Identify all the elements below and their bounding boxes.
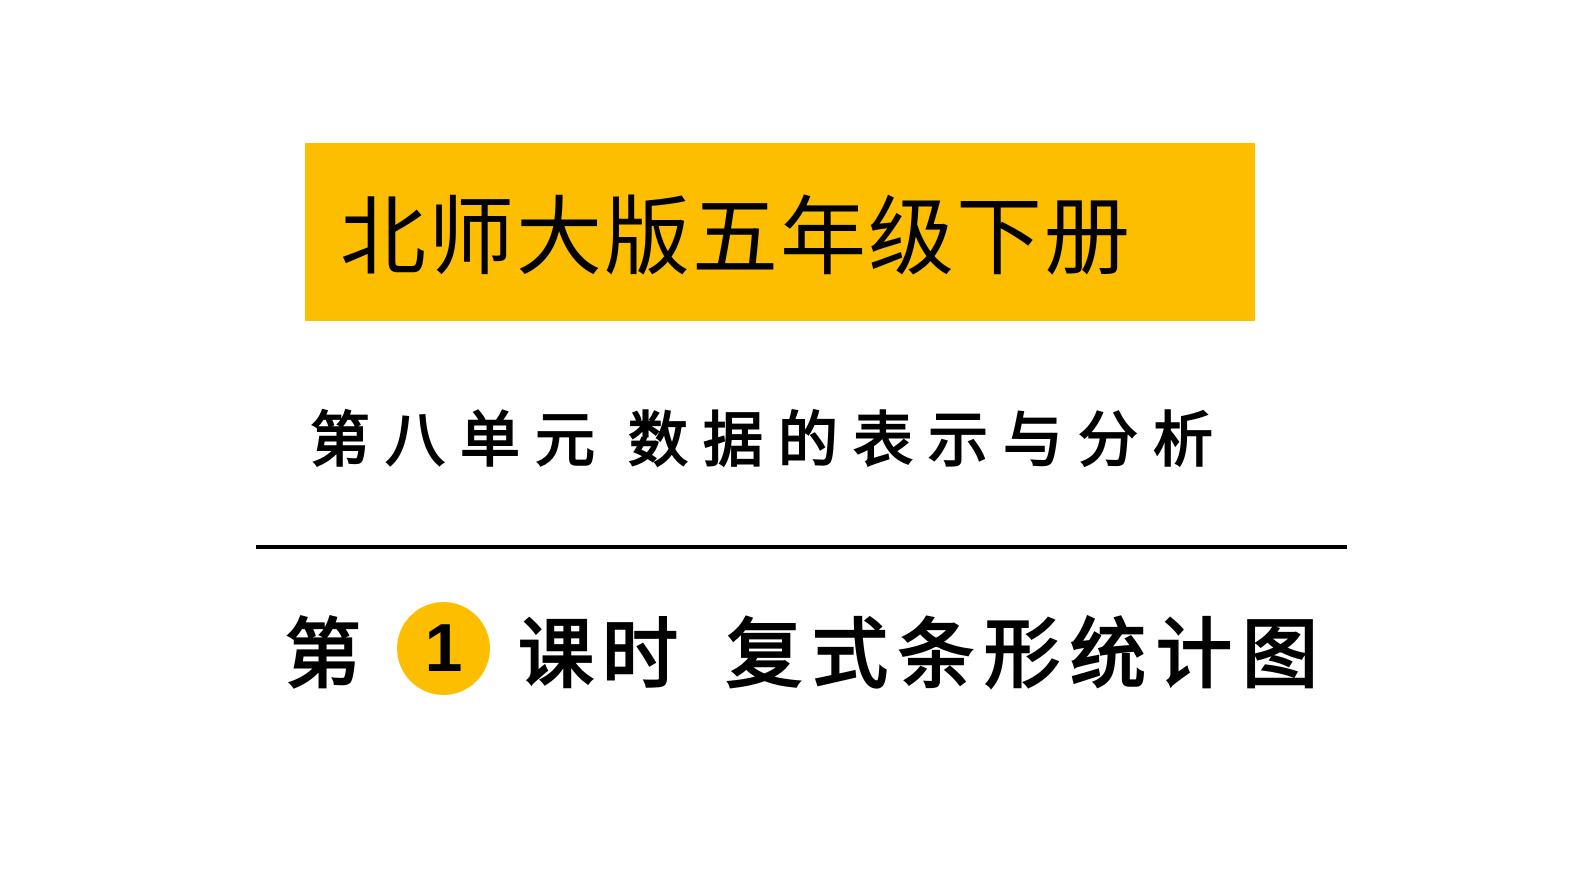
unit-heading: 第八单元数据的表示与分析 <box>310 405 1228 477</box>
lesson-number: 1 <box>424 610 463 686</box>
textbook-title: 北师大版五年级下册 <box>340 188 1132 288</box>
lesson-prefix: 第 <box>285 610 361 699</box>
lesson-title: 复式条形统计图 <box>726 610 1328 699</box>
lesson-number-badge: 1 <box>397 601 490 695</box>
unit-label: 第八单元 <box>310 406 610 476</box>
divider-line <box>256 545 1347 549</box>
title-banner <box>305 143 1255 321</box>
lesson-heading: 第 1 课时 复式条形统计图 <box>285 598 1328 699</box>
unit-title: 数据的表示与分析 <box>628 406 1228 476</box>
lesson-suffix: 课时 <box>518 610 686 699</box>
